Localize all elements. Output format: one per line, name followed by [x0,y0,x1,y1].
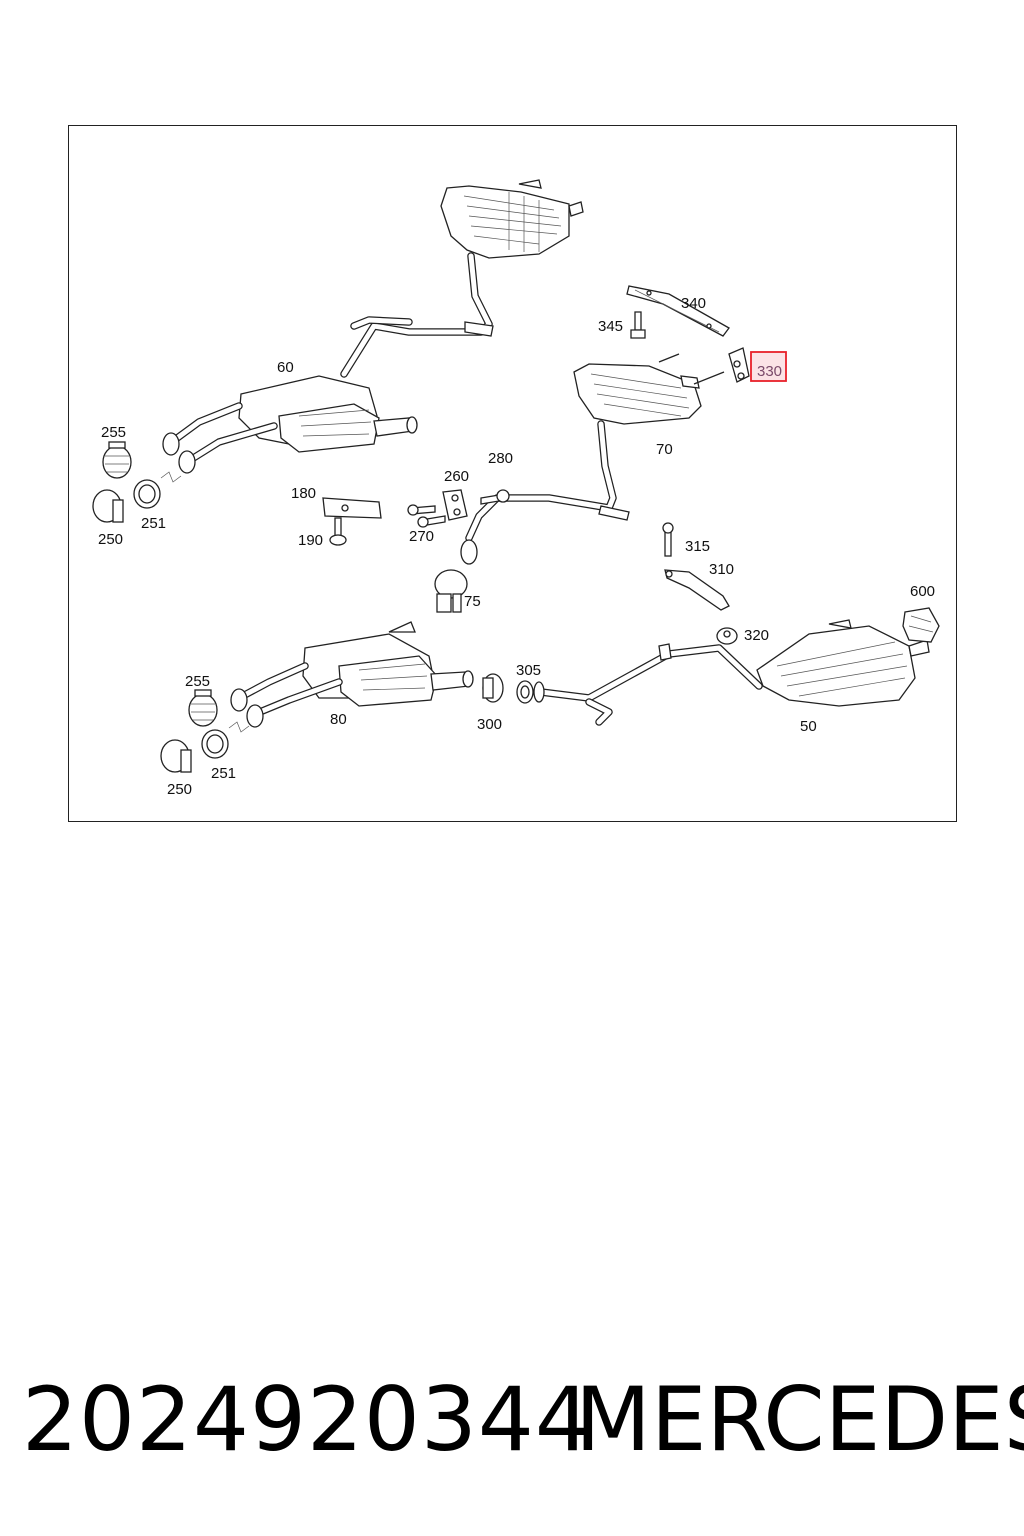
rear-muffler-top [440,179,584,259]
label-345: 345 [598,318,623,335]
bolt-190 [329,517,347,546]
rear-muffler-70 [573,353,725,425]
label-251-top: 251 [141,515,166,532]
label-270: 270 [409,528,434,545]
ring-251-bottom [201,729,229,759]
label-320: 320 [744,627,769,644]
label-280: 280 [488,450,513,467]
label-60: 60 [277,359,294,376]
bolt-345 [630,311,646,339]
bolts-270 [407,504,446,528]
clamp-255-bottom [188,689,218,727]
part-number: 2024920344 [22,1368,592,1471]
clamp-250-bottom [160,739,192,773]
bracket-340 [626,285,730,337]
bolt-315 [662,522,674,557]
label-315: 315 [685,538,710,555]
footer: 2024920344 MERCEDES [0,1370,1024,1470]
label-300: 300 [477,716,502,733]
label-600: 600 [910,583,935,600]
label-190: 190 [298,532,323,549]
ring-251-top [133,479,161,509]
parts-diagram: 60 70 340 345 330 255 251 250 180 190 26… [68,125,957,822]
highlight-box-330 [750,351,787,382]
label-250-top: 250 [98,531,123,548]
rubber-mount-320 [716,627,738,645]
bolt-280 [480,489,510,505]
label-310: 310 [709,561,734,578]
label-255-bottom: 255 [185,673,210,690]
pipe-middle [465,420,617,542]
brand-name: MERCEDES [575,1368,1024,1471]
label-251-bottom: 251 [211,765,236,782]
bracket-180 [322,497,382,519]
ring-305 [516,680,534,704]
exhaust-system-drawing: 60 70 340 345 330 255 251 250 180 190 26… [92,179,940,798]
heat-shield-600 [902,607,940,643]
hanger-bracket-top [464,321,494,337]
label-75: 75 [464,593,481,610]
front-silencer-80 [230,621,474,728]
rubber-mount-260 [442,489,468,521]
pipe-top-1 [340,252,493,378]
label-260: 260 [444,468,469,485]
clamp-75 [434,569,468,613]
front-silencer-60 [162,375,418,474]
label-305: 305 [516,662,541,679]
clamp-300 [482,673,504,703]
clamp-255-top [102,441,132,479]
label-70: 70 [656,441,673,458]
label-330[interactable]: 330 [757,363,782,380]
label-255-top: 255 [101,424,126,441]
label-50: 50 [800,718,817,735]
label-80: 80 [330,711,347,728]
label-180: 180 [291,485,316,502]
label-340: 340 [681,295,706,312]
clamp-250-top [92,489,124,523]
rear-muffler-50 [756,619,930,707]
rubber-mount-330 [728,347,750,383]
bracket-310 [664,569,730,611]
label-250-bottom: 250 [167,781,192,798]
